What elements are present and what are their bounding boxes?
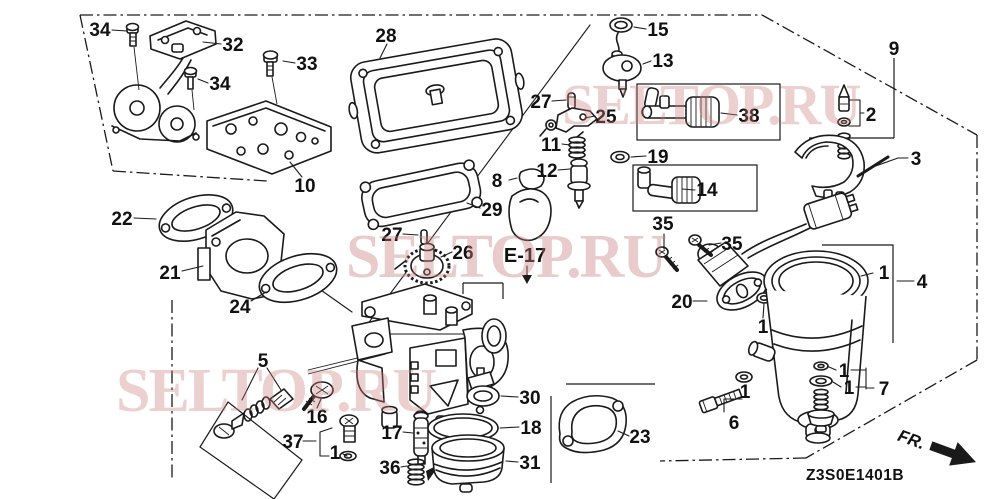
part-6-drain-bolt <box>698 388 743 414</box>
callout-34b: 34 <box>209 74 231 95</box>
part-13-valve <box>602 50 642 98</box>
callout-37: 37 <box>282 432 303 453</box>
callout-1c: 1 <box>330 443 341 464</box>
e17-label: E-17 <box>504 245 546 267</box>
part-8-choke-cover <box>508 168 552 242</box>
callout-24: 24 <box>229 297 251 318</box>
callout-13: 13 <box>652 51 673 72</box>
callout-35a: 35 <box>652 214 674 235</box>
callout-38: 38 <box>738 106 759 127</box>
callout-2: 2 <box>866 105 877 126</box>
callout-16: 16 <box>306 407 327 428</box>
part-32-control-assembly <box>111 20 217 143</box>
callout-20: 20 <box>671 292 692 313</box>
part-35-bolt-left <box>655 246 679 272</box>
part-35-bolt-right <box>688 234 714 257</box>
section-reference-e17: E-17 <box>504 245 546 284</box>
callout-15: 15 <box>647 20 669 41</box>
drawing-code: Z3S0E1401B <box>806 467 904 484</box>
part-1-washer-37 <box>339 450 357 462</box>
part-33-screw <box>262 50 279 105</box>
callout-11: 11 <box>541 135 562 156</box>
part-14-joint-roller <box>637 166 701 204</box>
callout-19: 19 <box>647 147 668 168</box>
callout-5: 5 <box>258 351 269 372</box>
callout-22: 22 <box>111 209 132 230</box>
callout-6: 6 <box>729 413 740 434</box>
callout-35b: 35 <box>721 234 743 255</box>
callout-23: 23 <box>629 427 650 448</box>
part-34-bolt-upper <box>125 22 140 91</box>
part-26-pump-gear <box>394 242 451 285</box>
part-3-float <box>794 134 890 203</box>
callout-4: 4 <box>917 272 928 293</box>
callout-36: 36 <box>379 458 400 479</box>
callout-18: 18 <box>520 418 541 439</box>
callout-25: 25 <box>595 107 617 128</box>
callout-28: 28 <box>375 26 396 47</box>
part-1-washer-6 <box>735 371 753 383</box>
part-28-cover <box>348 38 525 154</box>
callout-30: 30 <box>519 388 540 409</box>
fr-label: FR. <box>895 426 927 453</box>
part-29-gasket <box>359 159 483 231</box>
callout-34a: 34 <box>89 20 111 41</box>
callout-7: 7 <box>879 379 890 400</box>
part-10-plate <box>206 100 332 175</box>
fr-direction-arrow <box>929 441 957 459</box>
callout-21: 21 <box>159 263 181 284</box>
callout-1f: 1 <box>844 378 855 399</box>
callout-26: 26 <box>452 243 473 264</box>
leader-lines <box>111 26 915 468</box>
callout-1a: 1 <box>879 263 890 284</box>
part-31-cup <box>431 434 505 493</box>
part-38-joint-roller <box>641 87 720 128</box>
callout-27b: 27 <box>381 225 402 246</box>
callout-8: 8 <box>492 171 503 192</box>
part-7-screw-set <box>807 361 835 433</box>
callout-9: 9 <box>889 39 900 60</box>
callout-29: 29 <box>481 200 502 221</box>
part-37-bolt <box>339 414 359 443</box>
part-30-pump-disc <box>466 367 500 415</box>
watermark-bottom-left: SELTOP.RU <box>116 357 436 425</box>
part-25-lever <box>539 107 598 137</box>
watermark-seltop: SELTOP.RU SELTOP.RU SELTOP.RU <box>116 72 863 425</box>
part-34-bolt-lower <box>183 66 198 111</box>
watermark-middle: SELTOP.RU <box>346 223 666 291</box>
part-12-valve-set <box>567 158 591 209</box>
callout-33: 33 <box>296 54 317 75</box>
callout-14: 14 <box>696 180 718 201</box>
part-27-pin-lower <box>420 229 428 245</box>
part-16-screw <box>302 381 334 411</box>
part-24-gasket <box>258 252 338 304</box>
callout-12: 12 <box>536 161 557 182</box>
part-15-cap <box>609 17 633 57</box>
part-19-washer <box>610 150 630 164</box>
watermark-top-right: SELTOP.RU <box>562 72 861 137</box>
callout-3: 3 <box>911 149 922 170</box>
callout-1e: 1 <box>839 361 850 382</box>
section-boundary-lines <box>79 14 978 481</box>
callout-1d: 1 <box>740 382 751 403</box>
callout-32: 32 <box>222 35 243 56</box>
callout-numbers: 34 32 33 34 10 28 22 21 24 15 13 27 25 1… <box>89 20 927 479</box>
callout-31: 31 <box>519 453 541 474</box>
part-2-float-valve-set <box>837 84 865 160</box>
callout-10: 10 <box>294 176 315 197</box>
callout-27a: 27 <box>530 92 551 113</box>
part-23-gasket <box>558 394 628 454</box>
group-boxes <box>199 58 895 499</box>
part-20-solenoid <box>697 192 859 311</box>
fr-direction: FR. <box>895 426 976 466</box>
part-5-pilot-screw-set <box>213 388 294 439</box>
e17-arrow <box>522 275 532 284</box>
callout-17: 17 <box>381 423 402 444</box>
callout-1b: 1 <box>758 317 769 338</box>
